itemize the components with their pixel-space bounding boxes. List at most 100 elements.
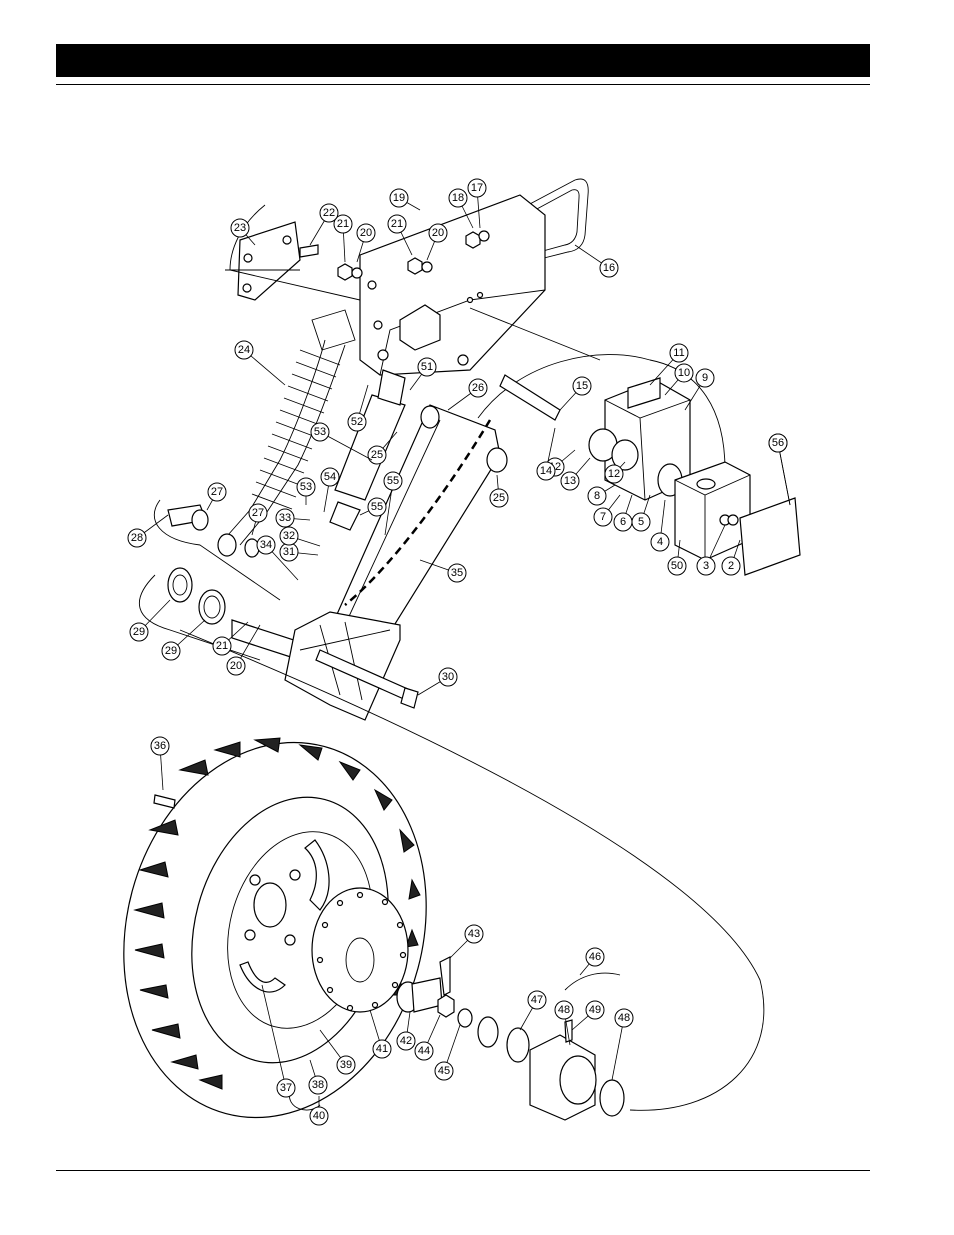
callout-label: 26 — [472, 382, 484, 394]
callout-27: 27 — [206, 482, 227, 511]
callout-16: 16 — [574, 244, 619, 278]
callout-42: 42 — [396, 1011, 416, 1051]
callout-55: 55 — [359, 497, 387, 517]
callout-label: 3 — [703, 560, 709, 572]
callout-label: 40 — [313, 1110, 325, 1122]
callout-label: 33 — [279, 512, 291, 524]
callout-label: 25 — [493, 492, 505, 504]
callout-label: 30 — [442, 671, 454, 683]
callout-label: 48 — [558, 1004, 570, 1016]
callout-15: 15 — [559, 376, 592, 411]
callout-label: 20 — [230, 660, 242, 672]
callout-10: 10 — [664, 363, 694, 396]
callout-29: 29 — [129, 599, 171, 642]
callout-53: 53 — [296, 477, 316, 505]
callout-20: 20 — [226, 624, 261, 676]
callout-label: 15 — [576, 380, 588, 392]
callout-20: 20 — [426, 223, 448, 261]
callout-21: 21 — [333, 214, 353, 263]
callout-leader — [261, 984, 287, 1089]
callout-47: 47 — [519, 990, 547, 1031]
callout-45: 45 — [434, 1024, 461, 1081]
callout-9: 9 — [684, 368, 715, 411]
callout-label: 38 — [312, 1079, 324, 1091]
callout-38: 38 — [308, 1059, 328, 1095]
disc-holes — [316, 891, 407, 1012]
callout-48: 48 — [611, 1008, 634, 1081]
callout-8: 8 — [587, 484, 616, 506]
callout-39: 39 — [319, 1029, 356, 1075]
callout-label: 25 — [371, 449, 383, 461]
callout-46: 46 — [579, 947, 605, 976]
callout-6: 6 — [613, 494, 633, 532]
header-rule — [56, 84, 870, 85]
callout-label: 2 — [728, 560, 734, 572]
footer-rule — [56, 1170, 870, 1171]
spring-coils — [251, 349, 341, 510]
callout-label: 43 — [468, 928, 480, 940]
callout-27: 27 — [248, 503, 268, 536]
callout-33: 33 — [275, 508, 311, 528]
callout-41: 41 — [369, 1009, 392, 1059]
callout-label: 13 — [564, 475, 576, 487]
callout-25: 25 — [367, 431, 398, 465]
callout-40: 40 — [309, 1096, 329, 1126]
callout-leader — [611, 1017, 625, 1081]
callout-label: 7 — [600, 511, 606, 523]
callout-label: 49 — [589, 1004, 601, 1016]
callout-label: 28 — [131, 532, 143, 544]
callout-label: 50 — [671, 560, 683, 572]
callout-label: 10 — [678, 367, 690, 379]
callout-43: 43 — [449, 924, 484, 959]
callout-30: 30 — [417, 667, 458, 696]
callout-label: 20 — [432, 227, 444, 239]
callout-29: 29 — [161, 619, 206, 661]
inner-bearing — [477, 1016, 499, 1048]
callout-label: 54 — [324, 471, 336, 483]
callout-label: 53 — [314, 426, 326, 438]
callout-label: 4 — [657, 536, 663, 548]
callout-5: 5 — [631, 494, 651, 532]
callout-19: 19 — [389, 188, 421, 211]
callout-label: 36 — [154, 740, 166, 752]
callout-label: 5 — [638, 516, 644, 528]
callout-53: 53 — [310, 422, 373, 461]
callout-56: 56 — [768, 433, 791, 506]
callout-21: 21 — [212, 621, 249, 656]
callout-label: 46 — [589, 951, 601, 963]
callout-label: 37 — [280, 1082, 292, 1094]
callout-label: 51 — [421, 361, 433, 373]
hydraulic-hose — [477, 354, 726, 471]
callout-21: 21 — [387, 214, 413, 256]
reservoir-box — [674, 461, 751, 561]
callout-label: 21 — [216, 640, 228, 652]
callout-51: 51 — [409, 357, 437, 391]
callout-label: 21 — [337, 218, 349, 230]
callout-label: 18 — [452, 192, 464, 204]
callout-37: 37 — [261, 984, 296, 1098]
callout-26: 26 — [447, 378, 488, 411]
callout-20: 20 — [356, 223, 376, 263]
callout-7: 7 — [593, 494, 621, 527]
callout-label: 27 — [211, 486, 223, 498]
callout-label: 53 — [300, 481, 312, 493]
callout-55: 55 — [383, 471, 403, 536]
callout-3: 3 — [696, 524, 726, 576]
callout-label: 31 — [283, 546, 295, 558]
callout-label: 32 — [283, 530, 295, 542]
callout-2: 2 — [721, 539, 741, 576]
callout-23: 23 — [230, 218, 256, 246]
callout-49: 49 — [571, 1000, 605, 1031]
callout-28: 28 — [127, 514, 169, 548]
callout-label: 35 — [451, 567, 463, 579]
callout-label: 29 — [165, 645, 177, 657]
callout-13: 13 — [560, 457, 591, 491]
callout-34: 34 — [256, 535, 299, 581]
callout-label: 23 — [234, 222, 246, 234]
callout-36: 36 — [150, 736, 170, 791]
callout-label: 27 — [252, 507, 264, 519]
callout-label: 24 — [238, 344, 250, 356]
callout-label: 12 — [608, 468, 620, 480]
callout-label: 52 — [351, 416, 363, 428]
